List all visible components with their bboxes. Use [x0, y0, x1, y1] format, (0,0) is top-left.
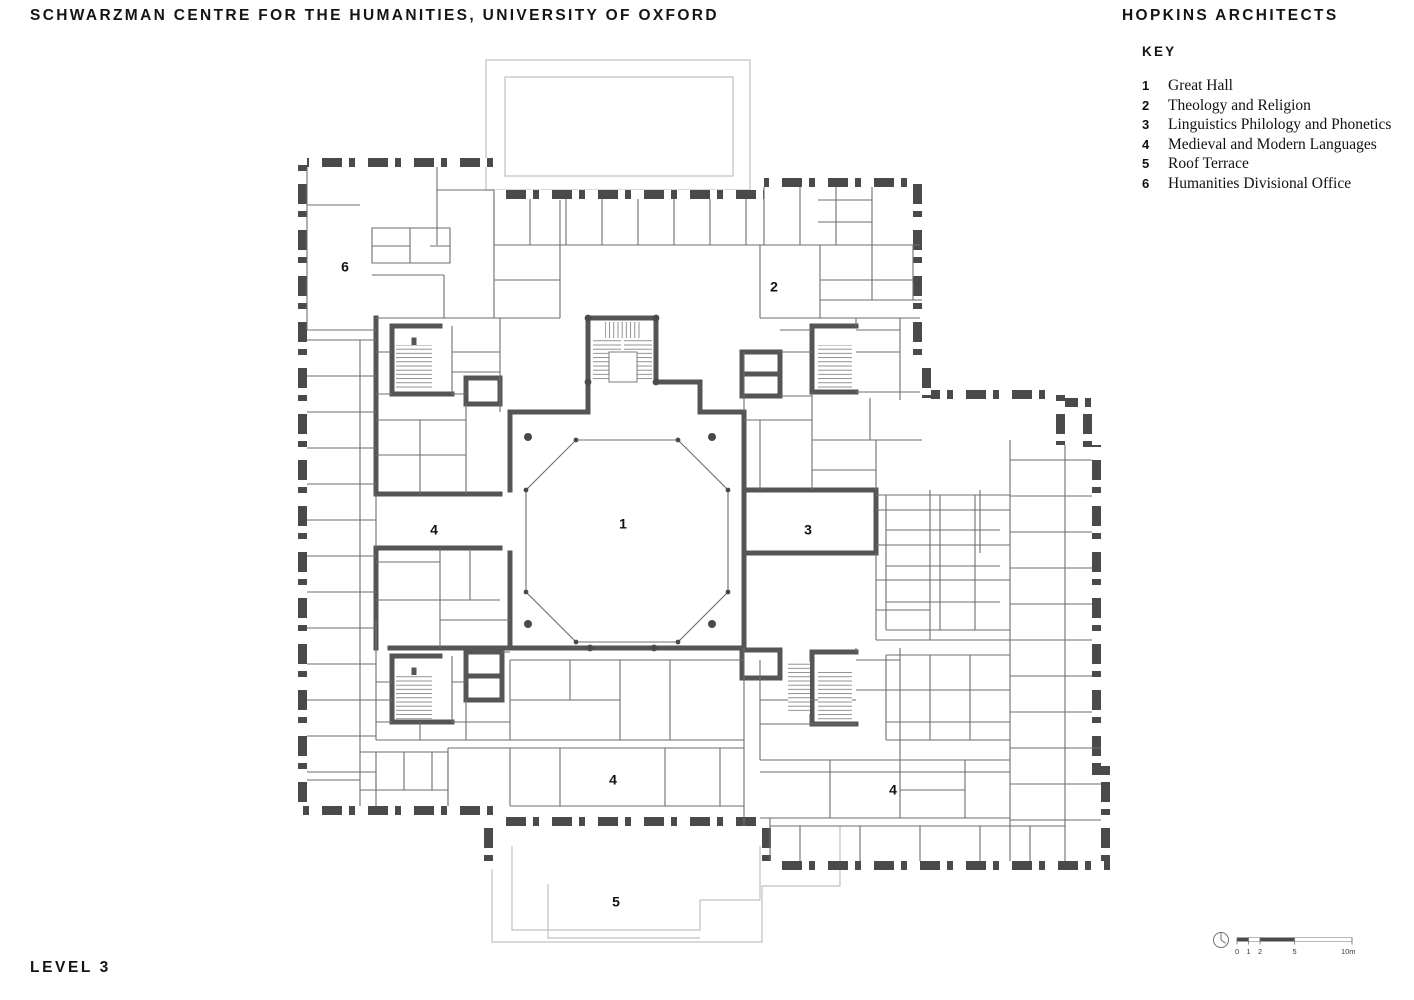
scale-tick: 0 — [1235, 947, 1240, 956]
key-item-label: Linguistics Philology and Phonetics — [1168, 116, 1392, 134]
key-item: 6 Humanities Divisional Office — [1142, 174, 1404, 194]
plan-room-number: 4 — [889, 782, 897, 798]
plan-room-number: 4 — [609, 772, 617, 788]
plan-room-number: 3 — [804, 522, 812, 538]
partition-walls — [306, 167, 1101, 861]
plan-room-number: 6 — [341, 259, 349, 275]
exterior-wall — [298, 158, 1110, 870]
key-item-label: Humanities Divisional Office — [1168, 174, 1352, 192]
key-item-label: Theology and Religion — [1168, 96, 1311, 114]
stair-treads — [396, 322, 852, 720]
scale-tick: 5 — [1292, 947, 1297, 956]
level-label: LEVEL 3 — [30, 959, 111, 976]
practice-name: HOPKINS ARCHITECTS — [1122, 7, 1339, 24]
key-item-number: 5 — [1142, 156, 1150, 172]
key-item-number: 2 — [1142, 97, 1150, 113]
plan-room-number: 5 — [612, 894, 620, 910]
key-item-label: Roof Terrace — [1168, 155, 1249, 173]
key-item-number: 1 — [1142, 78, 1150, 93]
key-item: 1 Great Hall — [1142, 76, 1404, 96]
key-heading: KEY — [1142, 44, 1177, 59]
scale-tick: 1 — [1246, 947, 1251, 956]
plan-room-number: 2 — [770, 279, 778, 295]
key-item-number: 6 — [1142, 175, 1150, 191]
key-item: 4 Medieval and Modern Languages — [1142, 135, 1404, 155]
plan-room-number: 1 — [619, 516, 627, 532]
key-item: 5 Roof Terrace — [1142, 154, 1404, 174]
key-list: 1 Great Hall 2 Theology and Religion 3 Lingui… — [1142, 76, 1404, 194]
scale-tick: 10m — [1341, 947, 1356, 956]
scale-graduations — [1236, 937, 1353, 945]
key-legend: KEY 1 Great Hall 2 Theology and Religion 3 Li… — [1142, 44, 1404, 194]
key-item: 3 Linguistics Philology and Phonetics — [1142, 115, 1404, 135]
scale-tick: 2 — [1258, 947, 1263, 956]
key-item-label: Great Hall — [1168, 77, 1233, 94]
room-number-labels: 6 2 1 4 3 4 4 5 — [341, 259, 897, 910]
key-item: 2 Theology and Religion — [1142, 96, 1404, 116]
page-title: SCHWARZMAN CENTRE FOR THE HUMANITIES, UN… — [30, 7, 719, 24]
plan-room-number: 4 — [430, 522, 438, 538]
key-item-number: 3 — [1142, 117, 1150, 133]
key-item-number: 4 — [1142, 136, 1150, 152]
north-point-icon — [1213, 932, 1229, 948]
key-item-label: Medieval and Modern Languages — [1168, 135, 1377, 153]
